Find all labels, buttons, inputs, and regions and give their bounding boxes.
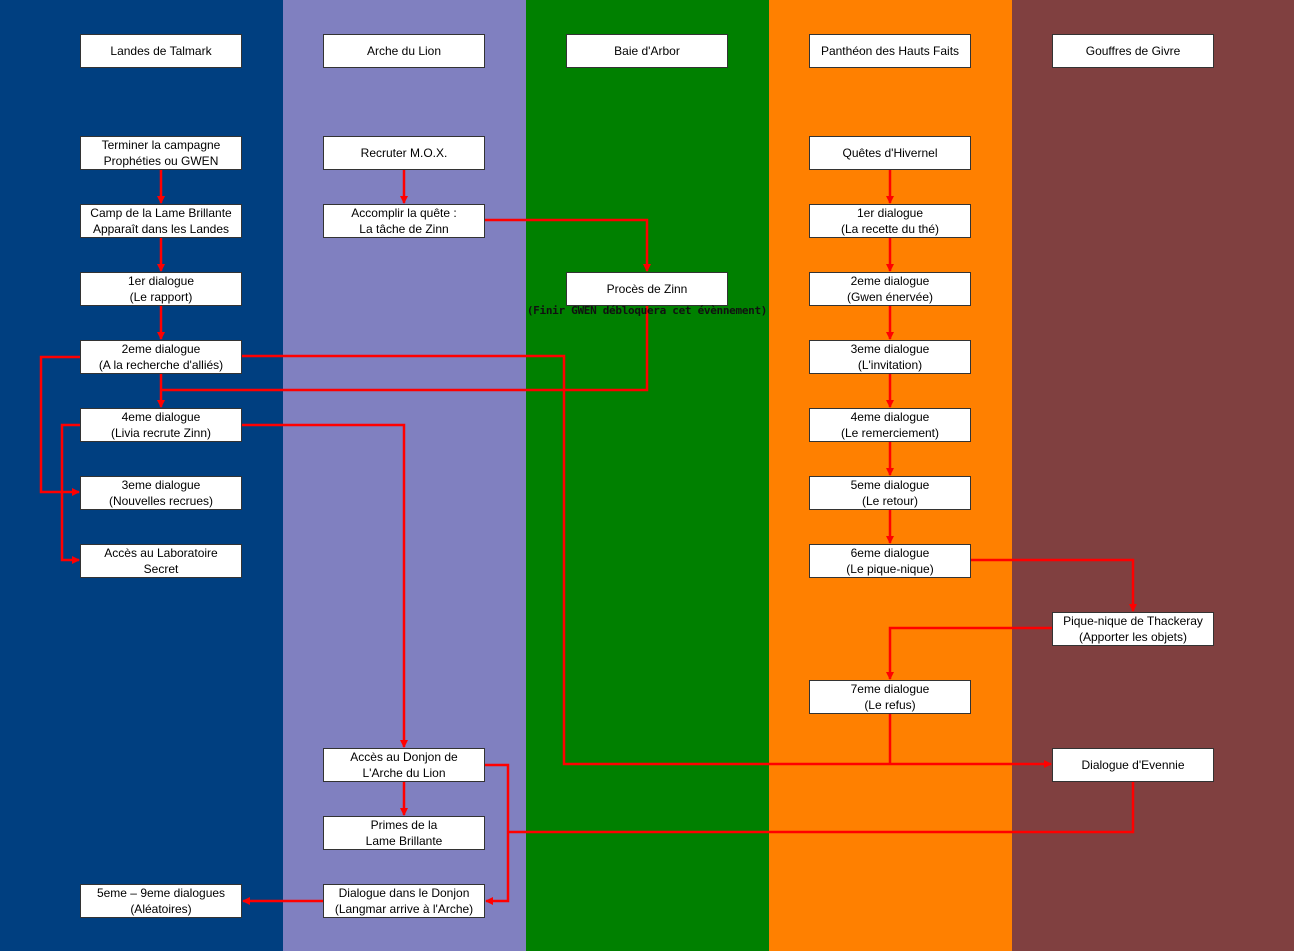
node-talmark-1: 1er dialogue (Le rapport) bbox=[80, 272, 242, 306]
node-line: 1er dialogue bbox=[127, 274, 195, 288]
node-line: Camp de la Lame Brillante bbox=[90, 206, 232, 220]
node-line: Terminer la campagne bbox=[101, 138, 221, 152]
node-line: (Le pique-nique) bbox=[846, 562, 934, 576]
node-line: (Le rapport) bbox=[129, 290, 193, 304]
node-line: Lame Brillante bbox=[365, 834, 443, 848]
node-pantheon-1: 1er dialogue (La recette du thé) bbox=[809, 204, 971, 238]
node-pantheon-6: 6eme dialogue (Le pique-nique) bbox=[809, 544, 971, 578]
link-piquenique-p7 bbox=[886, 626, 1052, 680]
node-line: 6eme dialogue bbox=[850, 546, 930, 560]
node-line: 4eme dialogue bbox=[121, 410, 201, 424]
node-line: Prophéties ou GWEN bbox=[103, 154, 219, 168]
node-line: Quêtes d'Hivernel bbox=[842, 146, 938, 160]
node-line: Accomplir la quête : bbox=[351, 206, 457, 220]
proces-note: (Finir GWEN débloquera cet évènnement) bbox=[526, 304, 768, 317]
link-quete-proces bbox=[485, 218, 651, 272]
node-line: 5eme – 9eme dialogues bbox=[96, 886, 226, 900]
node-acces-donjon: Accès au Donjon de L'Arche du Lion bbox=[323, 748, 485, 782]
node-line: L'Arche du Lion bbox=[362, 766, 446, 780]
node-talmark-5-9: 5eme – 9eme dialogues (Aléatoires) bbox=[80, 884, 242, 918]
node-line: (Le retour) bbox=[861, 494, 919, 508]
lane-baie-d-arbor bbox=[526, 0, 769, 951]
link-evennie-dlgdonjon bbox=[508, 782, 1135, 834]
lane-header: Gouffres de Givre bbox=[1052, 34, 1214, 68]
lane-header-label: Landes de Talmark bbox=[110, 44, 212, 58]
node-line: 4eme dialogue bbox=[850, 410, 930, 424]
node-quetes-hivernel: Quêtes d'Hivernel bbox=[809, 136, 971, 170]
node-line: 3eme dialogue bbox=[121, 478, 201, 492]
node-line: (Gwen énervée) bbox=[846, 290, 934, 304]
node-line: (Apporter les objets) bbox=[1078, 630, 1188, 644]
lane-header: Arche du Lion bbox=[323, 34, 485, 68]
node-line: Dialogue dans le Donjon bbox=[338, 886, 470, 900]
node-line: 5eme dialogue bbox=[850, 478, 930, 492]
link-t4-donjon bbox=[242, 423, 408, 748]
node-line: (Le refus) bbox=[864, 698, 916, 712]
node-line: Primes de la bbox=[370, 818, 438, 832]
link-t4-labo bbox=[60, 423, 80, 564]
node-pantheon-4: 4eme dialogue (Le remerciement) bbox=[809, 408, 971, 442]
node-primes: Primes de la Lame Brillante bbox=[323, 816, 485, 850]
lane-header: Baie d'Arbor bbox=[566, 34, 728, 68]
link-p6-piquenique bbox=[971, 558, 1137, 612]
link-proces-t4 bbox=[161, 306, 649, 392]
node-line: Accès au Donjon de bbox=[350, 750, 458, 764]
node-line: La tâche de Zinn bbox=[359, 222, 449, 236]
lane-header-label: Gouffres de Givre bbox=[1085, 44, 1181, 58]
node-line: (La recette du thé) bbox=[840, 222, 940, 236]
node-recruter-mox: Recruter M.O.X. bbox=[323, 136, 485, 170]
node-line: 2eme dialogue bbox=[121, 342, 201, 356]
node-pantheon-2: 2eme dialogue (Gwen énervée) bbox=[809, 272, 971, 306]
node-proces-zinn: Procès de Zinn bbox=[566, 272, 728, 306]
node-talmark-3: 3eme dialogue (Nouvelles recrues) bbox=[80, 476, 242, 510]
node-talmark-2: 2eme dialogue (A la recherche d'alliés) bbox=[80, 340, 242, 374]
lane-header-label: Arche du Lion bbox=[366, 44, 442, 58]
node-talmark-4: 4eme dialogue (Livia recrute Zinn) bbox=[80, 408, 242, 442]
lane-header-label: Baie d'Arbor bbox=[614, 44, 680, 58]
node-line: Accès au Laboratoire bbox=[104, 546, 218, 560]
node-line: 1er dialogue bbox=[856, 206, 924, 220]
link-donjon-dlgdonjon bbox=[485, 763, 510, 905]
lane-header: Landes de Talmark bbox=[80, 34, 242, 68]
node-line: 2eme dialogue bbox=[850, 274, 930, 288]
node-line: (Livia recrute Zinn) bbox=[110, 426, 212, 440]
lane-header-label: Panthéon des Hauts Faits bbox=[820, 44, 960, 58]
node-pantheon-3: 3eme dialogue (L'invitation) bbox=[809, 340, 971, 374]
node-line: Apparaît dans les Landes bbox=[92, 222, 230, 236]
node-line: (Langmar arrive à l'Arche) bbox=[334, 902, 474, 916]
node-pantheon-7: 7eme dialogue (Le refus) bbox=[809, 680, 971, 714]
node-pantheon-5: 5eme dialogue (Le retour) bbox=[809, 476, 971, 510]
node-line: Recruter M.O.X. bbox=[360, 146, 448, 160]
node-line: (A la recherche d'alliés) bbox=[98, 358, 224, 372]
node-line: Dialogue d'Evennie bbox=[1081, 758, 1185, 772]
node-line: (Aléatoires) bbox=[130, 902, 192, 916]
node-line: (Nouvelles recrues) bbox=[108, 494, 214, 508]
node-line: Pique-nique de Thackeray bbox=[1063, 614, 1203, 628]
node-dialogue-evennie: Dialogue d'Evennie bbox=[1052, 748, 1214, 782]
node-pique-nique-thackeray: Pique-nique de Thackeray (Apporter les ob… bbox=[1052, 612, 1214, 646]
lane-header: Panthéon des Hauts Faits bbox=[809, 34, 971, 68]
node-line: (Le remerciement) bbox=[840, 426, 940, 440]
link-t2-t3 bbox=[39, 355, 80, 496]
link-t2-evennie bbox=[242, 354, 1052, 768]
node-line: 7eme dialogue bbox=[850, 682, 930, 696]
node-quete-zinn: Accomplir la quête : La tâche de Zinn bbox=[323, 204, 485, 238]
node-line: Procès de Zinn bbox=[606, 282, 688, 296]
node-dialogue-donjon: Dialogue dans le Donjon (Langmar arrive à… bbox=[323, 884, 485, 918]
lane-gouffres-de-givre bbox=[1012, 0, 1294, 951]
node-line: (L'invitation) bbox=[857, 358, 923, 372]
node-line: 3eme dialogue bbox=[850, 342, 930, 356]
node-line: Secret bbox=[143, 562, 179, 576]
